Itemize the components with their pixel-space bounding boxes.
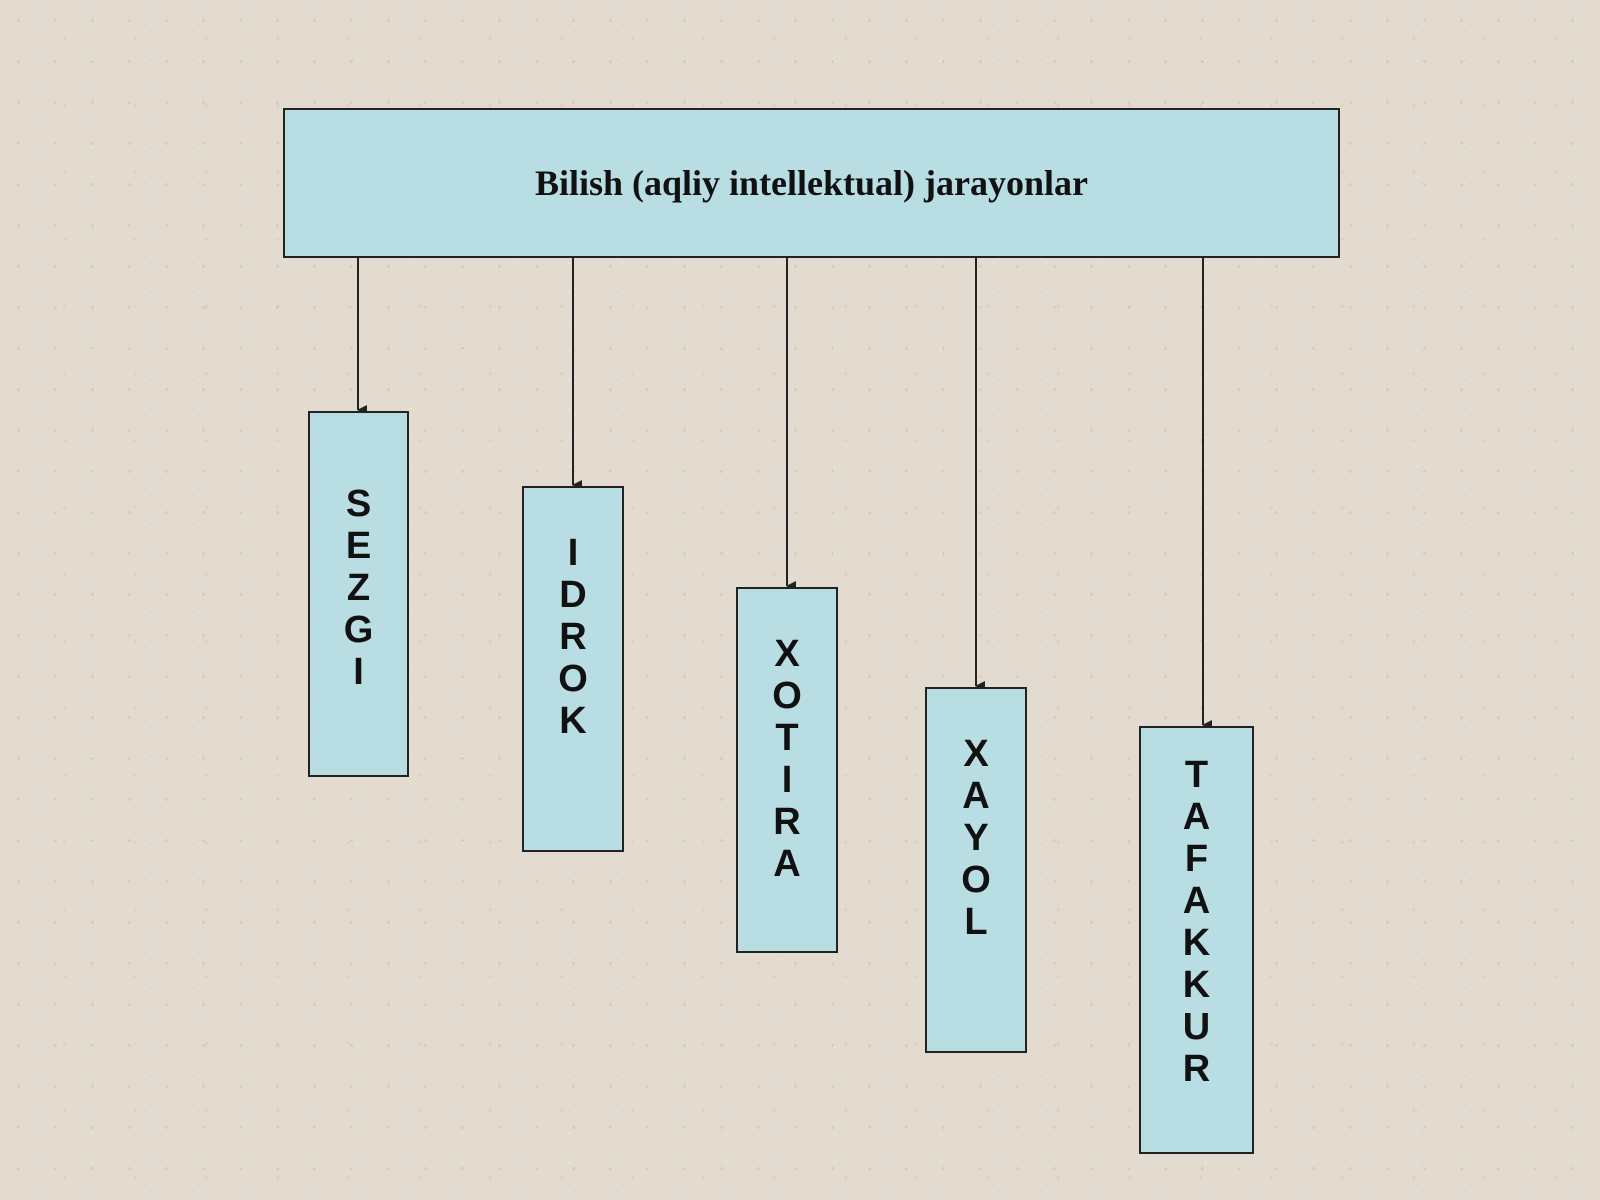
child-label-idrok: IDROK (552, 532, 594, 742)
child-node-xotira: XOTIRA (736, 587, 838, 953)
root-node-title: Bilish (aqliy intellektual) jarayonlar (534, 163, 1089, 203)
child-node-idrok: IDROK (522, 486, 624, 852)
child-label-xotira: XOTIRA (766, 633, 808, 885)
child-node-xayol: XAYOL (925, 687, 1027, 1053)
child-label-tafakkur: TAFAKKUR (1175, 754, 1218, 1090)
child-label-sezgi: SEZGI (337, 483, 380, 693)
root-node-box: Bilish (aqliy intellektual) jarayonlar (283, 108, 1340, 258)
child-node-sezgi: SEZGI (308, 411, 409, 777)
child-label-xayol: XAYOL (955, 733, 997, 943)
child-node-tafakkur: TAFAKKUR (1139, 726, 1254, 1154)
